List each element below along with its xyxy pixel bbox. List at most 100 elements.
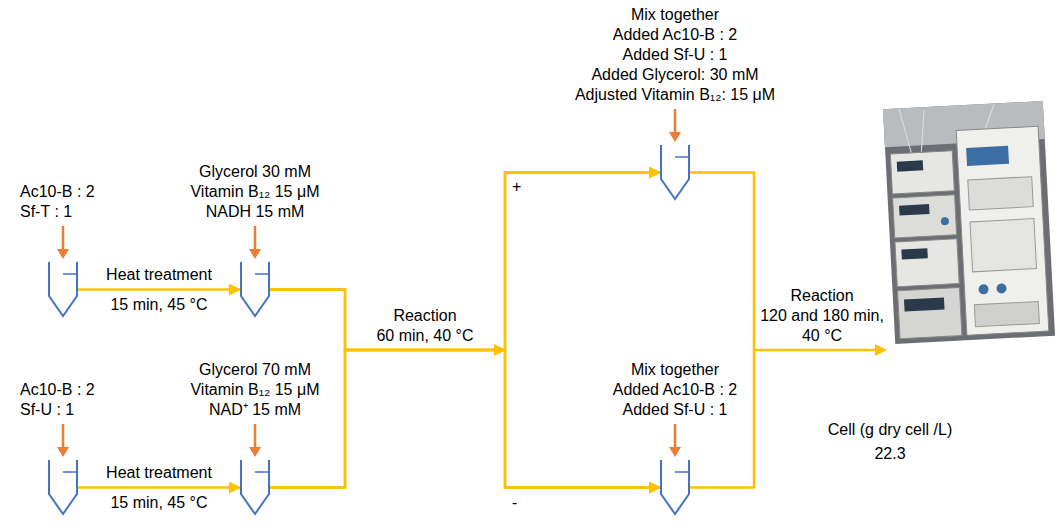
detector-knob	[996, 283, 1007, 294]
text-line: 40 °C	[802, 326, 842, 346]
tube-node: Glycerol 70 mM Vitamin B₁₂ 15 μM NAD⁺ 15…	[240, 460, 270, 515]
test-tube	[660, 145, 690, 200]
liquid-level	[255, 273, 269, 275]
module	[890, 151, 954, 194]
tubing	[984, 105, 995, 129]
tube-node: Glycerol 30 mM Vitamin B₁₂ 15 μM NADH 15…	[240, 262, 270, 317]
liquid-level	[255, 471, 269, 473]
module-knob	[941, 217, 949, 225]
tubing	[919, 110, 926, 152]
add-arrow	[62, 226, 65, 250]
cell-value: 22.3	[874, 444, 905, 464]
detector-panel	[970, 219, 1037, 272]
test-tube	[48, 460, 78, 515]
tubing	[899, 108, 911, 153]
tube-contents: Glycerol 30 mM Vitamin B₁₂ 15 μM NADH 15…	[190, 162, 319, 222]
text-line: +	[512, 177, 521, 197]
add-arrow-head	[249, 447, 261, 457]
tube-outline	[661, 460, 689, 514]
flow-arrow	[270, 290, 660, 488]
module-display	[899, 204, 929, 216]
detector-panel	[974, 301, 1039, 326]
text-line: Glycerol 70 mM	[199, 360, 311, 380]
text-line: Vitamin B₁₂ 15 μM	[190, 380, 319, 400]
tube-contents: Glycerol 70 mM Vitamin B₁₂ 15 μM NAD⁺ 15…	[190, 360, 319, 420]
add-arrow-head	[669, 447, 681, 457]
text-line: Mix together	[631, 360, 719, 380]
tube-node: Mix together Added Ac10-B : 2 Added Sf-U…	[660, 460, 690, 515]
text-line: Ac10-B : 2	[20, 182, 95, 202]
tube-node: Ac10-B : 2 Sf-U : 1	[48, 460, 78, 515]
hplc-photo	[883, 101, 1055, 344]
text-line: Reaction	[790, 286, 853, 306]
photo-ground	[883, 101, 1055, 344]
tube-contents: Ac10-B : 2 Sf-T : 1	[20, 182, 95, 222]
text-line: 120 and 180 min,	[760, 306, 884, 326]
add-arrow-head	[57, 447, 69, 457]
cell-label: Cell (g dry cell /L)	[828, 420, 952, 440]
add-arrow	[254, 424, 257, 448]
text-line: Heat treatment	[106, 265, 212, 285]
add-arrow-head	[669, 132, 681, 142]
liquid-level	[63, 273, 77, 275]
step-condition: Reaction 120 and 180 min, 40 °C	[760, 286, 884, 346]
text-line: Adjusted Vitamin B₁₂: 15 μM	[575, 85, 775, 105]
liquid-level	[675, 156, 689, 158]
text-line: Added Sf-U : 1	[623, 45, 728, 65]
flow-arrow	[78, 288, 240, 291]
detector	[956, 126, 1049, 335]
step-condition: Heat treatment 15 min, 45 °C	[106, 265, 212, 315]
test-tube	[660, 460, 690, 515]
tube-contents: Mix together Added Ac10-B : 2 Added Sf-U…	[575, 5, 775, 105]
add-arrow	[62, 424, 65, 448]
sign-label: +	[512, 177, 521, 197]
module-display	[904, 297, 945, 311]
collect-line	[690, 173, 754, 488]
liquid-level	[675, 471, 689, 473]
detector-screen	[966, 146, 1009, 166]
detector-knob	[978, 284, 989, 295]
add-arrow	[674, 109, 677, 133]
add-arrow	[674, 424, 677, 448]
test-tube	[240, 460, 270, 515]
pipette-arrows	[57, 109, 681, 457]
text-line: -	[512, 493, 517, 513]
text-line: Added Ac10-B : 2	[613, 25, 738, 45]
step-condition: Reaction 60 min, 40 °C	[376, 306, 473, 346]
text-line: NAD⁺ 15 mM	[209, 400, 301, 420]
text-line: Added Sf-U : 1	[623, 400, 728, 420]
flow-arrow	[270, 350, 660, 488]
liquid-level	[63, 471, 77, 473]
add-arrow-head	[249, 249, 261, 259]
step-condition: Heat treatment 15 min, 45 °C	[106, 463, 212, 513]
tube-outline	[49, 460, 77, 514]
tube-outline	[241, 262, 269, 316]
analysis-arrow-head	[875, 344, 887, 356]
text-line: Cell (g dry cell /L)	[828, 420, 952, 440]
text-line: Reaction	[393, 306, 456, 326]
module-display	[897, 160, 923, 171]
tube-node: Mix together Added Ac10-B : 2 Added Sf-U…	[660, 145, 690, 200]
text-line: Mix together	[631, 5, 719, 25]
tube-contents: Ac10-B : 2 Sf-U : 1	[20, 380, 95, 420]
tube-outline	[241, 460, 269, 514]
flow-arrow	[78, 486, 240, 489]
text-line: 22.3	[874, 444, 905, 464]
test-tube	[240, 262, 270, 317]
text-line: Added Ac10-B : 2	[613, 380, 738, 400]
add-arrow-head	[57, 249, 69, 259]
detector-panel	[968, 177, 1033, 210]
add-arrow	[254, 226, 257, 250]
text-line: Sf-U : 1	[20, 400, 74, 420]
text-line: Sf-T : 1	[20, 202, 72, 222]
module	[895, 239, 959, 287]
flow-arrow	[270, 173, 660, 488]
tube-outline	[49, 262, 77, 316]
text-line: Heat treatment	[106, 463, 212, 483]
module-display	[901, 248, 927, 259]
text-line: NADH 15 mM	[206, 202, 305, 222]
sign-label: -	[512, 493, 517, 513]
text-line: 15 min, 45 °C	[110, 493, 207, 513]
text-line: Ac10-B : 2	[20, 380, 95, 400]
test-tube	[48, 262, 78, 317]
